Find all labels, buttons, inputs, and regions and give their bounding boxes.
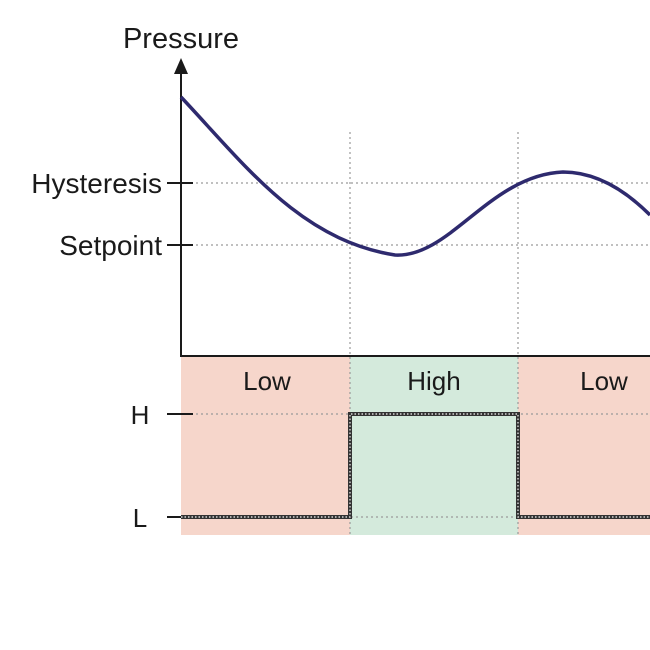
zone-label-low-2: Low [580, 366, 628, 396]
l-level-label: L [133, 503, 147, 533]
zone-band-high [350, 356, 518, 535]
zone-label-low-1: Low [243, 366, 291, 396]
zone-band-low-2 [518, 356, 650, 535]
setpoint-label: Setpoint [59, 230, 162, 261]
zone-band-low-1 [181, 356, 350, 535]
pressure-curve [179, 95, 650, 257]
zone-label-high: High [407, 366, 460, 396]
y-axis-title: Pressure [123, 23, 239, 55]
output-signal [181, 412, 650, 519]
zone-bands [181, 356, 650, 535]
axes [167, 58, 650, 518]
hysteresis-label: Hysteresis [31, 168, 162, 199]
h-level-label: H [131, 400, 150, 430]
output-signal-dash [181, 413, 650, 518]
y-axis-arrowhead [174, 58, 188, 74]
